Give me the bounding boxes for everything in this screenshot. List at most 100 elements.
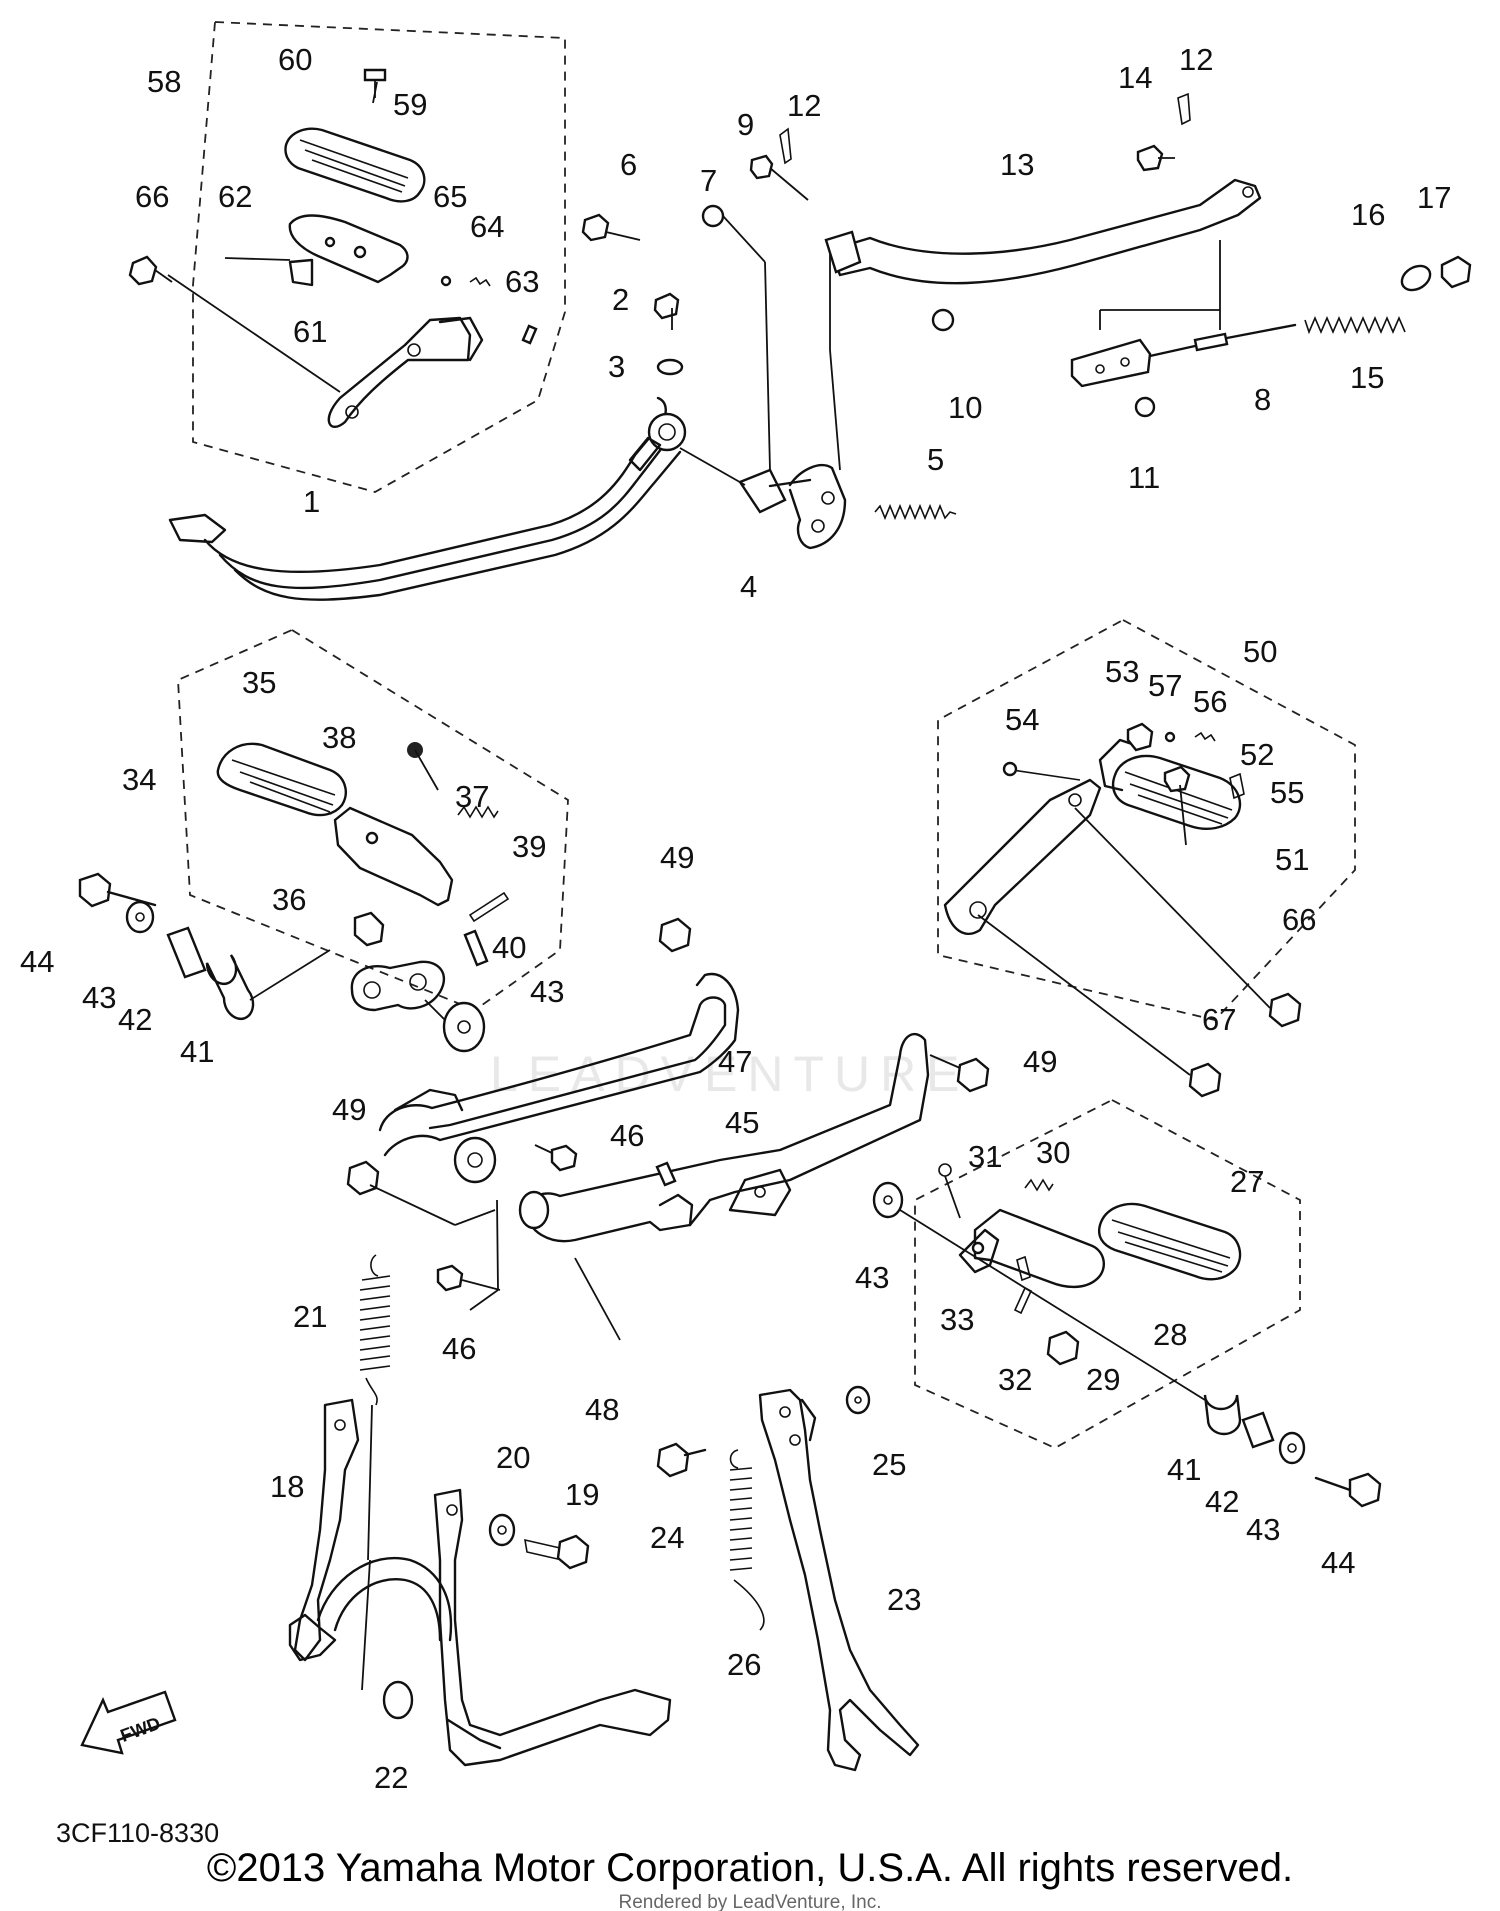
callout-label: 46 [610,1118,644,1153]
group-box-50 [937,618,1356,1021]
callout-label: 42 [118,1002,152,1037]
callout-label: 47 [718,1044,752,1079]
copyright-text: ©2013 Yamaha Motor Corporation, U.S.A. A… [206,1846,1294,1890]
callout-label: 57 [1148,668,1182,703]
callout-label: 49 [332,1092,366,1127]
callout-label: 22 [374,1760,408,1795]
main-stand-18 [288,1398,672,1767]
group-box-27 [914,1098,1301,1450]
callout-label: 34 [122,762,156,797]
callout-label: 62 [218,179,252,214]
callout-label: 66 [135,179,169,214]
callout-label: 8 [1254,382,1271,417]
callout-label: 67 [1202,1002,1236,1037]
callout-label: 46 [442,1331,476,1366]
callout-label: 38 [322,720,356,755]
spring-21 [359,1254,391,1561]
callout-label: 23 [887,1582,921,1617]
callout-label: 54 [1005,702,1039,737]
callout-label: 1 [303,484,320,519]
callout-label: 26 [727,1647,761,1682]
callout-label: 20 [496,1440,530,1475]
callout-label: 11 [1128,460,1160,495]
callout-label: 4 [740,569,757,604]
callout-label: 32 [998,1362,1032,1397]
callout-label: 65 [433,179,467,214]
callout-label: 49 [660,840,694,875]
callout-label: 21 [293,1299,327,1334]
callout-label: 29 [1086,1362,1120,1397]
footrest-brackets-45-47 [378,972,930,1341]
clevis-rod-8-and-spring-15 [749,92,1472,418]
brake-rod-13 [824,178,1262,471]
callout-label: 15 [1350,360,1384,395]
callout-label: 12 [787,88,821,123]
callout-label: 60 [278,42,312,77]
side-stand-23-spring-26 [729,1388,920,1772]
callout-label: 36 [272,882,306,917]
callout-label: 42 [1205,1484,1239,1519]
pivot-parts-41-42-43-44-left [78,872,486,1053]
callout-label: 5 [927,442,944,477]
callout-label: 31 [968,1139,1002,1174]
spring-5 [874,503,957,521]
callout-label: 56 [1193,684,1227,719]
callout-label: 52 [1240,737,1274,772]
callout-label: 53 [1105,654,1139,689]
callout-label: 45 [725,1105,759,1140]
fwd-arrow-icon: FWD [80,1690,177,1755]
callout-label: 24 [650,1520,684,1555]
footpeg-assembly-58 [128,68,538,428]
callout-label: 66 [1282,902,1316,937]
footpeg-assembly-50 [943,722,1302,1098]
brake-shaft-4 [679,447,847,550]
callout-label: 14 [1118,60,1152,95]
callout-label: 35 [242,665,276,700]
callout-label: 25 [872,1447,906,1482]
pivot-parts-41-42-43-44-right [1203,1394,1382,1508]
callout-label: 16 [1351,197,1385,232]
nuts-46-49 [346,917,990,1292]
callout-label: 55 [1270,775,1304,810]
callout-label: 9 [737,107,754,142]
callout-label: 51 [1275,842,1309,877]
callout-label: 49 [1023,1044,1057,1079]
callout-label: 40 [492,930,526,965]
callout-label: 58 [147,64,181,99]
callout-label: 43 [530,974,564,1009]
rendered-by-text: Rendered by LeadVenture, Inc. [618,1892,882,1911]
callout-label: 28 [1153,1317,1187,1352]
footpeg-assembly-34 [216,742,510,1031]
small-fasteners-2-3-6-7 [581,204,771,471]
callout-label: 61 [293,314,327,349]
callout-label: 43 [82,980,116,1015]
callout-label: 3 [608,349,625,384]
callout-label: 27 [1230,1164,1264,1199]
footpeg-assembly-27 [872,1163,1242,1401]
callout-label: 18 [270,1469,304,1504]
callout-label: 2 [612,282,629,317]
callout-label: 50 [1243,634,1277,669]
group-box-58 [192,21,566,493]
callout-label: 12 [1179,42,1213,77]
callout-label: 7 [700,163,717,198]
callout-label: 44 [1321,1545,1355,1580]
callout-label: 13 [1000,147,1034,182]
callout-label: 33 [940,1302,974,1337]
callout-label: 17 [1417,180,1451,215]
callout-label: 64 [470,209,504,244]
callout-label: 30 [1036,1135,1070,1170]
callout-label: 19 [565,1477,599,1512]
callout-label: 37 [455,779,489,814]
callout-label: 39 [512,829,546,864]
callout-label: 44 [20,944,54,979]
stand-bolt-19-washer-20 [488,1385,871,1570]
callout-label: 6 [620,147,637,182]
callout-label: 43 [1246,1512,1280,1547]
callout-label: 43 [855,1260,889,1295]
callout-label: 10 [948,390,982,425]
callout-label: 63 [505,264,539,299]
